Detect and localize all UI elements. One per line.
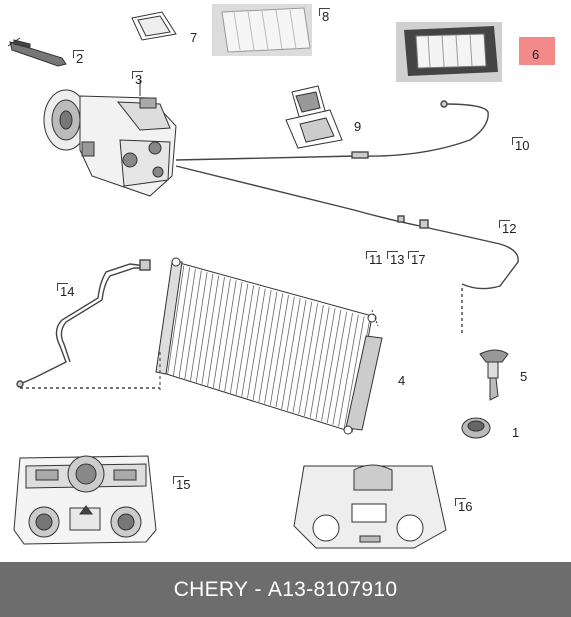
condenser-fin xyxy=(309,306,330,418)
grommet-drawing xyxy=(461,417,491,439)
filter-housing-drawing xyxy=(396,22,502,82)
callout-5: 5 xyxy=(520,369,528,384)
condenser-fin xyxy=(281,298,301,409)
condenser-fin xyxy=(178,268,196,378)
condenser-fin xyxy=(343,316,365,429)
callout-14: 14 xyxy=(57,283,74,299)
expansion-valve-drawing xyxy=(285,85,343,149)
dashboard-bezel-drawing xyxy=(293,464,447,549)
condenser-fin xyxy=(252,290,272,401)
condenser-fin xyxy=(212,278,231,388)
callout-7: 7 xyxy=(190,30,198,45)
part-number: A13-8107910 xyxy=(267,577,398,601)
condenser-fin xyxy=(332,313,353,425)
condenser-fin xyxy=(304,304,324,417)
condenser-fin xyxy=(264,293,284,404)
clip-bracket-drawing xyxy=(7,37,67,67)
condenser-fin xyxy=(247,288,266,399)
callout-1: 1 xyxy=(512,425,520,440)
pipe-14-drawing xyxy=(16,259,160,389)
callout-9: 9 xyxy=(354,119,362,134)
condenser-drawing xyxy=(155,257,383,435)
callout-10: 10 xyxy=(512,137,529,153)
condenser-fin xyxy=(229,283,249,394)
condenser-fin xyxy=(201,275,220,385)
callout-11: 11 xyxy=(366,251,383,267)
climate-control-panel-drawing xyxy=(13,455,157,545)
condenser-fin xyxy=(172,267,191,376)
compressor-drawing xyxy=(43,80,177,197)
part-number-banner: CHERY - A13-8107910 xyxy=(0,562,571,617)
brand-name: CHERY xyxy=(173,577,249,601)
exploded-parts-diagram xyxy=(7,4,519,549)
condenser-fin xyxy=(315,308,336,420)
condenser-fin xyxy=(298,303,319,415)
condenser-fin xyxy=(184,270,202,380)
callout-15: 15 xyxy=(173,476,190,492)
separator: - xyxy=(248,577,268,601)
condenser-fin xyxy=(235,285,255,395)
callout-8: 8 xyxy=(319,8,330,24)
callout-16: 16 xyxy=(455,498,472,514)
callout-13: 13 xyxy=(387,251,404,267)
condenser-fin xyxy=(224,281,243,392)
condenser-fin xyxy=(321,309,342,422)
callout-6-highlighted: 6 xyxy=(519,37,555,65)
callout-2: 2 xyxy=(73,50,84,66)
callout-4: 4 xyxy=(398,373,406,388)
sensor-drawing xyxy=(479,349,509,401)
condenser-fin xyxy=(218,280,237,390)
condenser-fin xyxy=(195,273,214,383)
condenser-fin xyxy=(207,277,225,387)
condenser-fin xyxy=(258,291,278,402)
callout-17: 17 xyxy=(408,251,425,267)
condenser-fin xyxy=(241,286,260,397)
condenser-fin xyxy=(338,314,359,427)
condenser-fin xyxy=(292,301,313,413)
callout-3: 3 xyxy=(132,71,143,87)
condenser-fin xyxy=(190,272,208,381)
condenser-fin xyxy=(269,295,289,406)
condenser-fin xyxy=(326,311,348,424)
gasket-drawing xyxy=(131,11,177,41)
condenser-fin xyxy=(275,296,295,408)
condenser-fin xyxy=(286,299,307,411)
cabin-filter-drawing xyxy=(212,4,312,56)
callout-12: 12 xyxy=(499,220,516,236)
condenser-fin xyxy=(167,265,185,374)
ac-pipe-lines xyxy=(175,100,519,334)
